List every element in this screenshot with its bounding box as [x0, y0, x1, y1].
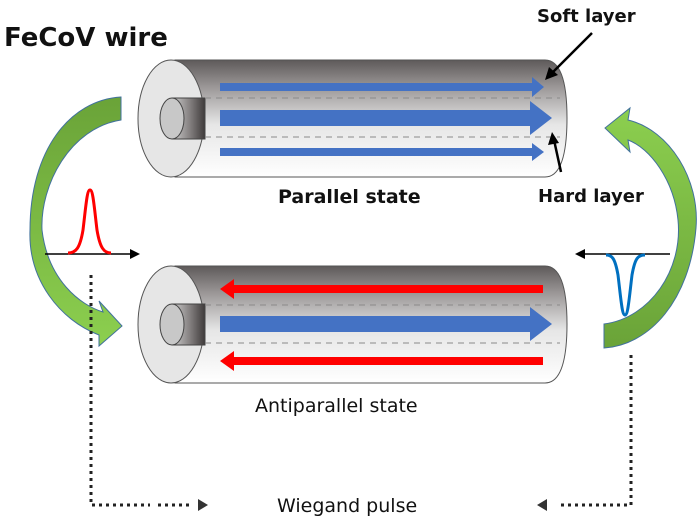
soft-layer-pointer — [551, 32, 593, 74]
diagram-title: FeCoV wire — [4, 23, 168, 53]
pulse-output-line-right — [558, 355, 633, 507]
pulse-waveform — [605, 253, 646, 317]
pulse-output-arrowhead-left — [198, 499, 208, 511]
hard-layer-pointer — [552, 139, 563, 173]
wire-core-face — [159, 303, 185, 346]
magnetization-arrow-soft-top — [220, 279, 543, 299]
antiparallel-state-label: Antiparallel state — [255, 395, 418, 417]
pulse-waveform — [67, 188, 112, 255]
switch-arrow-left — [29, 96, 123, 348]
magnetization-arrow-soft-top — [220, 77, 544, 97]
positive-pulse — [45, 188, 140, 259]
wire-core-face — [159, 97, 185, 140]
pulse-output-arrowhead-right — [537, 499, 547, 511]
hard-layer-label: Hard layer — [538, 186, 644, 207]
pulse-axis-arrowhead — [130, 249, 140, 259]
magnetization-arrow-soft-bottom — [220, 351, 543, 371]
parallel-state-label: Parallel state — [278, 186, 421, 208]
wire-antiparallel — [137, 265, 568, 384]
soft-layer-pointer-head — [545, 67, 558, 80]
negative-pulse — [575, 249, 670, 317]
magnetization-arrow-hard-core — [220, 307, 552, 341]
wiegand-pulse-label: Wiegand pulse — [277, 495, 417, 517]
pulse-axis-arrowhead — [575, 249, 585, 259]
soft-layer-label: Soft layer — [537, 6, 636, 27]
hard-layer-pointer-head — [548, 132, 559, 145]
magnetization-arrow-soft-bottom — [220, 143, 544, 161]
wire-parallel — [137, 59, 568, 178]
magnetization-arrow-hard-core — [220, 101, 552, 135]
switch-arrow-right — [603, 106, 697, 349]
